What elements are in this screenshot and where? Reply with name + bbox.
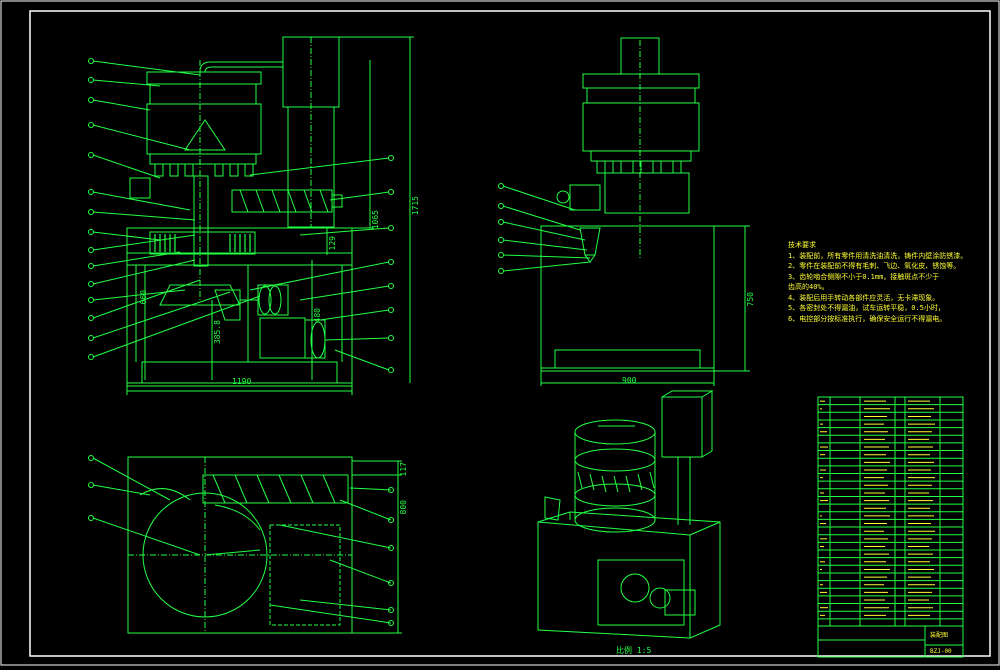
front-view (126, 36, 414, 395)
inner-frame (29, 10, 991, 657)
dim-plan-800: 800 (399, 500, 408, 515)
front-leaders (88, 58, 394, 373)
side-view (498, 37, 750, 386)
dim-plan-117: 117 (399, 462, 408, 477)
notes-title: 技术要求 (788, 241, 816, 249)
dim-front-height-upper: 1065 (371, 210, 380, 230)
dim-side-width: 900 (622, 376, 637, 385)
plan-view (88, 455, 402, 634)
title-block-name: 装配图 (930, 632, 949, 639)
notes-line: 5、各密封处不得漏油，试车运转平稳，0.5小时， (788, 304, 945, 312)
notes-line: 齿高的40%。 (788, 283, 829, 291)
scale-note: 比例 1:5 (616, 646, 652, 655)
isometric-view (537, 390, 721, 639)
technical-notes: 技术要求 1、装配前，所有零件用清洗油清洗，铸件内壁涂防锈漆。 2、零件在装配前… (788, 240, 988, 324)
parts-list-entries (820, 400, 935, 616)
dim-front-width: 1190 (232, 377, 252, 386)
parts-list-table (817, 396, 964, 658)
dim-front-height-total: 1715 (411, 196, 420, 216)
dim-front-480: 480 (313, 308, 322, 323)
dim-side-height: 750 (746, 292, 755, 307)
notes-line: 3、齿轮啮合侧隙不小于0.1mm，接触斑点不少于 (788, 272, 940, 281)
notes-line: 2、零件在装配前不得有毛刺、飞边、氧化皮、锈蚀等。 (788, 262, 961, 270)
notes-line: 1、装配前，所有零件用清洗油清洗，铸件内壁涂防锈漆。 (788, 251, 968, 260)
notes-line: 6、电控部分按标准执行，确保安全运行不得漏电。 (788, 314, 947, 323)
dim-front-660: 660 (139, 290, 148, 305)
dim-front-129: 129 (328, 236, 337, 251)
notes-line: 4、装配后用手转动各部件应灵活，无卡滞现象。 (788, 293, 940, 302)
dim-front-385: 385.8 (213, 320, 222, 345)
title-block-code: BZJ-00 (930, 648, 952, 655)
